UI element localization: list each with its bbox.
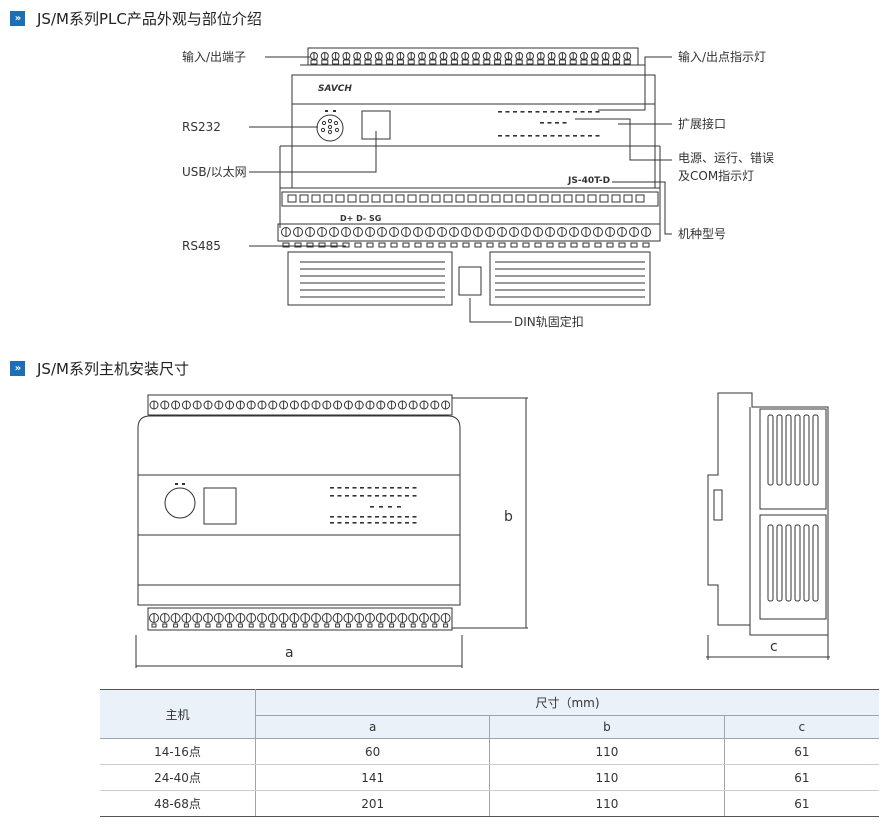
- side-din-clip: [713, 489, 723, 521]
- table-cell-a: 201: [255, 790, 491, 817]
- front-rs232-port: [164, 487, 196, 519]
- callout-rs485: RS485: [182, 239, 221, 253]
- rs232-port: [316, 114, 344, 142]
- callout-io-terminal: 输入/出端子: [182, 49, 246, 64]
- table-cell-host: 48-68点: [100, 790, 256, 817]
- column-header-a: a: [255, 715, 491, 739]
- port-labels: D+ D- SG: [340, 214, 381, 223]
- table-cell-b: 110: [489, 738, 725, 765]
- table-cell-c: 61: [724, 738, 879, 765]
- callout-status-led-1: 电源、运行、错误: [678, 151, 774, 165]
- dim-label-b: b: [504, 509, 513, 525]
- table-cell-a: 60: [255, 738, 491, 765]
- callout-usb: USB/以太网: [182, 164, 247, 179]
- column-header-c: c: [724, 715, 879, 739]
- side-dimension-diagram: c: [706, 392, 830, 660]
- plc-appearance-diagram: 输入/出端子 RS232 USB/以太网 RS485 输入/出点指示灯 扩展接口…: [182, 47, 774, 329]
- table-cell-c: 61: [724, 764, 879, 791]
- din-rail-clip: [458, 266, 482, 296]
- callout-io-led: 输入/出点指示灯: [678, 49, 766, 64]
- column-header-b: b: [489, 715, 725, 739]
- dim-label-a: a: [285, 645, 294, 661]
- table-cell-host: 14-16点: [100, 738, 256, 765]
- double-chevron-icon: »: [10, 11, 25, 26]
- callout-status-led-2: 及COM指示灯: [678, 168, 754, 183]
- table-cell-c: 61: [724, 790, 879, 817]
- front-bottom-terminals: [147, 607, 453, 631]
- section-title-text: JS/M系列主机安装尺寸: [37, 360, 189, 378]
- callout-expansion: 扩展接口: [678, 116, 726, 131]
- brand-logo-text: SAVCH: [318, 84, 352, 94]
- callout-model-type: 机种型号: [678, 227, 726, 241]
- front-body: [137, 415, 461, 606]
- front-usb-port: [203, 487, 237, 525]
- double-chevron-icon: »: [10, 361, 25, 376]
- top-terminal-screws: [310, 52, 632, 65]
- callout-lines: [249, 56, 672, 323]
- section-title-dimensions: » JS/M系列主机安装尺寸: [10, 358, 189, 379]
- model-text: JS-40T-D: [567, 176, 610, 186]
- expansion-interface: [281, 191, 659, 207]
- host-header: 主机: [100, 689, 256, 739]
- io-led-indicators: [325, 110, 600, 137]
- section-title-text: JS/M系列PLC产品外观与部位介绍: [37, 10, 262, 28]
- front-top-terminals: [147, 394, 453, 416]
- section-title-appearance: » JS/M系列PLC产品外观与部位介绍: [10, 8, 262, 29]
- table-cell-a: 141: [255, 764, 491, 791]
- table-cell-host: 24-40点: [100, 764, 256, 791]
- dim-label-c: c: [770, 639, 778, 655]
- front-dimension-diagram: a b: [135, 394, 528, 668]
- size-header: 尺寸（mm): [255, 689, 879, 716]
- table-cell-b: 110: [489, 790, 725, 817]
- callout-rs232: RS232: [182, 120, 221, 134]
- callout-din: DIN轨固定扣: [514, 314, 584, 329]
- table-cell-b: 110: [489, 764, 725, 791]
